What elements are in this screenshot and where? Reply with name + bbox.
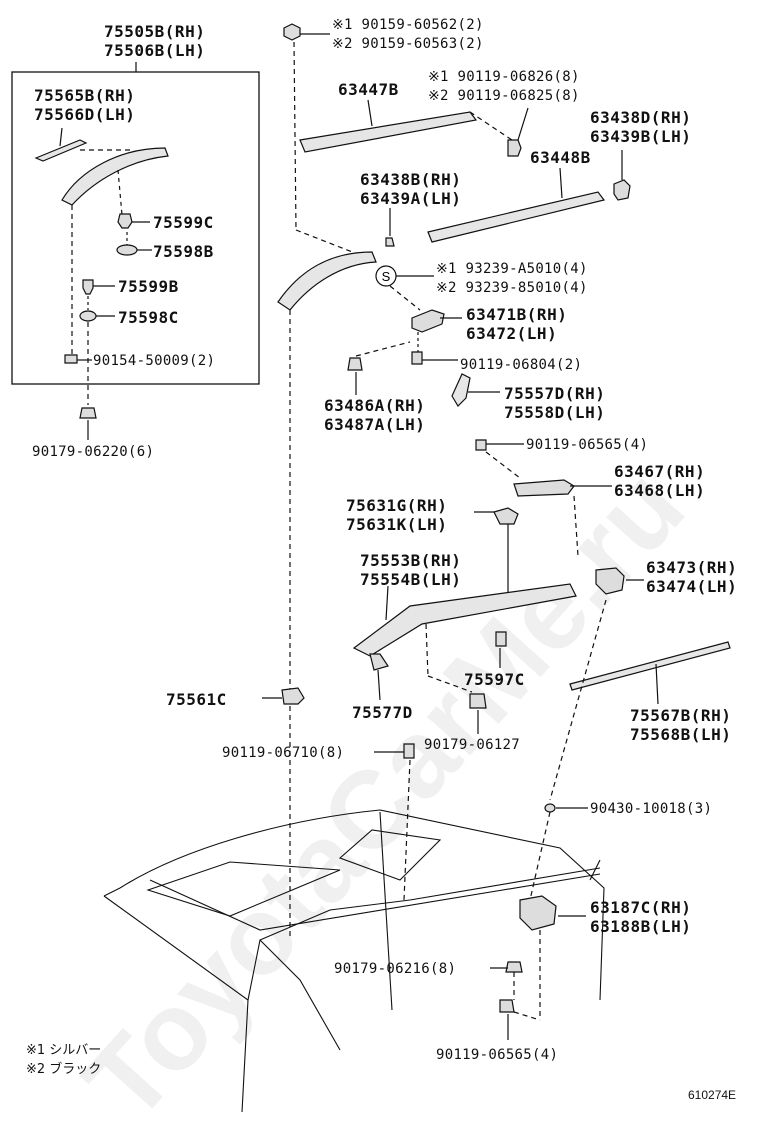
label-75557: 75557D(RH) 75558D(LH) (504, 384, 606, 422)
washer-75598c (79, 310, 97, 322)
bracket-63473 (595, 567, 625, 595)
label-75631: 75631G(RH) 75631K(LH) (346, 496, 448, 534)
s-symbol-text: S (382, 269, 391, 284)
bracket-63467 (513, 479, 575, 497)
bolt-90119e (499, 999, 515, 1013)
leg-cover-center (277, 251, 377, 311)
label-63438d: 63438D(RH) 63439B(LH) (590, 108, 692, 146)
bolt-90119d (403, 743, 415, 759)
label-90159: ※1 90159-60562(2) ※2 90159-60563(2) (332, 17, 484, 52)
nut-90179c (505, 961, 523, 973)
clip-63438b (385, 237, 395, 247)
label-75505: 75505B(RH) 75506B(LH) (104, 22, 206, 60)
screw-90154 (64, 354, 78, 364)
label-90179b: 90179-06127 (424, 737, 521, 753)
clip-75561 (281, 687, 305, 705)
label-90119e: 90119-06565(4) (436, 1047, 559, 1063)
label-90119c: 90119-06565(4) (526, 437, 649, 453)
label-63187: 63187C(RH) 63188B(LH) (590, 898, 692, 936)
note-black: ※2 ブラック (26, 1062, 102, 1077)
label-75567: 75567B(RH) 75568B(LH) (630, 706, 732, 744)
bracket-75557 (451, 373, 471, 407)
cap-75631 (493, 507, 519, 525)
vehicle-roof-outline (103, 809, 605, 1112)
label-63486: 63486A(RH) 63487A(LH) (324, 396, 426, 434)
label-63471: 63471B(RH) 63472(LH) (466, 305, 568, 343)
rail-63448 (427, 191, 606, 243)
label-63467: 63467(RH) 63468(LH) (614, 462, 706, 500)
label-75598b: 75598B (153, 242, 214, 261)
pad-63486 (347, 357, 363, 371)
label-75599b: 75599B (118, 277, 179, 296)
parts-diagram: S (11, 23, 731, 1112)
clip-75597 (495, 631, 507, 647)
label-90154: 90154-50009(2) (93, 353, 216, 369)
label-75565: 75565B(RH) 75566D(LH) (34, 86, 136, 124)
rail-63447 (299, 111, 478, 153)
bolt-90119a (507, 139, 522, 157)
bolt-90119b (411, 351, 423, 365)
label-63448: 63448B (530, 148, 591, 167)
nut-90179b (469, 693, 487, 709)
label-90119b: 90119-06804(2) (460, 357, 583, 373)
label-75599c: 75599C (153, 213, 214, 232)
label-63438b: 63438B(RH) 63439A(LH) (360, 170, 462, 208)
label-75561: 75561C (166, 690, 227, 709)
clip-75599c (117, 213, 133, 229)
end-cap-63438d (613, 179, 631, 201)
bolt-90119c (475, 439, 487, 451)
label-75598c: 75598C (118, 308, 179, 327)
label-75597: 75597C (464, 670, 525, 689)
label-90179a: 90179-06220(6) (32, 444, 155, 460)
figure-number: 610274E (688, 1088, 737, 1102)
washer-75598b (116, 244, 138, 256)
label-90119d: 90119-06710(8) (222, 745, 345, 761)
washer-90430 (544, 803, 556, 813)
clip-75599b (82, 279, 94, 295)
label-90430: 90430-10018(3) (590, 801, 713, 817)
leg-cover-75505 (61, 147, 169, 206)
note-silver: ※1 シルバー (26, 1043, 102, 1058)
label-75577: 75577D (352, 703, 413, 722)
label-90119a: ※1 90119-06826(8) ※2 90119-06825(8) (428, 69, 580, 104)
label-93239: ※1 93239-A5010(4) ※2 93239-85010(4) (436, 261, 588, 296)
strip-75567 (569, 641, 731, 691)
label-63447: 63447B (338, 80, 399, 99)
label-63473: 63473(RH) 63474(LH) (646, 558, 738, 596)
bracket-63471 (411, 309, 445, 333)
end-cover-75565 (34, 139, 88, 162)
nut-90179a (79, 407, 97, 419)
label-90179c: 90179-06216(8) (334, 961, 457, 977)
bracket-75577 (369, 653, 389, 671)
bolt-90159 (283, 23, 301, 41)
label-75553: 75553B(RH) 75554B(LH) (360, 551, 462, 589)
bracket-63187 (519, 895, 557, 931)
